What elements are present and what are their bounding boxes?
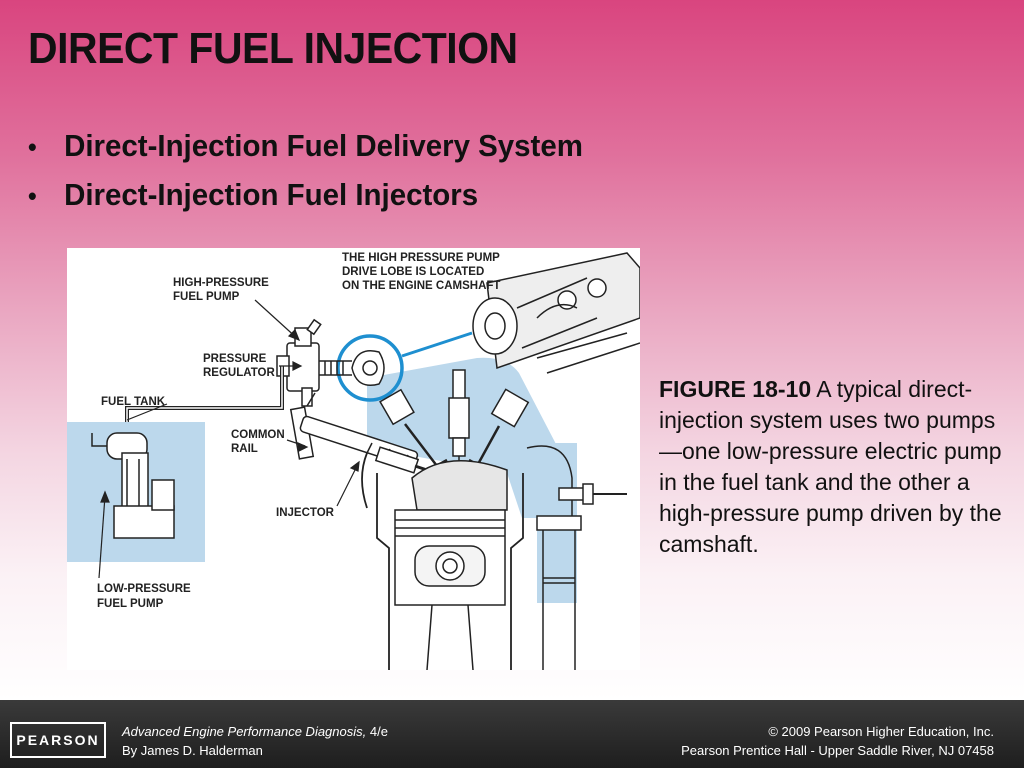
- copyright-info: © 2009 Pearson Higher Education, Inc. Pe…: [681, 722, 994, 760]
- callout-leaders: [98, 299, 360, 579]
- label-hp-pump-1: HIGH-PRESSURE: [173, 277, 269, 289]
- bullet-marker: •: [28, 181, 37, 211]
- book-edition: 4/e: [369, 724, 388, 739]
- label-common-rail-1: COMMON: [231, 429, 285, 441]
- label-drive-lobe-3: ON THE ENGINE CAMSHAFT: [342, 280, 500, 292]
- slide-title: DIRECT FUEL INJECTION: [28, 24, 518, 73]
- bullet-item: • Direct-Injection Fuel Injectors: [28, 175, 583, 224]
- label-lp-pump-1: LOW-PRESSURE: [97, 583, 191, 595]
- caption-text: A typical direct-injection system uses t…: [659, 376, 1002, 557]
- book-title: Advanced Engine Performance Diagnosis,: [122, 724, 367, 739]
- exhaust-valve: [468, 388, 530, 472]
- figure-number: FIGURE 18-10: [659, 376, 812, 402]
- label-injector: INJECTOR: [276, 507, 335, 519]
- piston: [394, 509, 506, 670]
- cylinder-block: [361, 452, 524, 670]
- drive-lobe: [351, 350, 385, 386]
- low-pressure-pump: [91, 432, 175, 539]
- footer-bar: PEARSON Advanced Engine Performance Diag…: [0, 700, 1024, 768]
- label-fuel-tank: FUEL TANK: [101, 396, 166, 408]
- label-drive-lobe-1: THE HIGH PRESSURE PUMP: [342, 252, 500, 264]
- bullet-text: Direct-Injection Fuel Injectors: [64, 177, 479, 212]
- bullet-list: • Direct-Injection Fuel Delivery System •…: [28, 126, 612, 224]
- label-lp-pump-2: FUEL PUMP: [97, 598, 164, 610]
- drive-lobe-highlight: [336, 334, 404, 402]
- label-regulator-2: REGULATOR: [203, 367, 275, 379]
- coolant-pipe: [526, 445, 582, 670]
- bullet-text: Direct-Injection Fuel Delivery System: [64, 128, 583, 163]
- highlight-connector: [401, 331, 473, 358]
- spark-plug: [448, 369, 470, 466]
- fuel-system-diagram: THE HIGH PRESSURE PUMP DRIVE LOBE IS LOC…: [67, 248, 640, 670]
- copyright-text: © 2009 Pearson Higher Education, Inc.: [768, 724, 994, 739]
- pearson-logo: PEARSON: [10, 722, 106, 758]
- label-drive-lobe-2: DRIVE LOBE IS LOCATED: [342, 266, 484, 278]
- label-hp-pump-2: FUEL PUMP: [173, 291, 240, 303]
- label-regulator-1: PRESSURE: [203, 353, 267, 365]
- figure-caption: FIGURE 18-10 A typical direct-injection …: [659, 374, 1017, 560]
- bullet-item: • Direct-Injection Fuel Delivery System: [28, 126, 583, 175]
- publisher-text: Pearson Prentice Hall - Upper Saddle Riv…: [681, 743, 994, 758]
- temperature-sensor: [558, 483, 627, 505]
- label-common-rail-2: RAIL: [231, 443, 258, 455]
- bullet-marker: •: [28, 132, 37, 162]
- camshaft: [472, 252, 640, 374]
- book-info: Advanced Engine Performance Diagnosis, 4…: [122, 722, 388, 760]
- book-author: By James D. Halderman: [122, 743, 263, 758]
- combustion-chamber: [411, 459, 508, 511]
